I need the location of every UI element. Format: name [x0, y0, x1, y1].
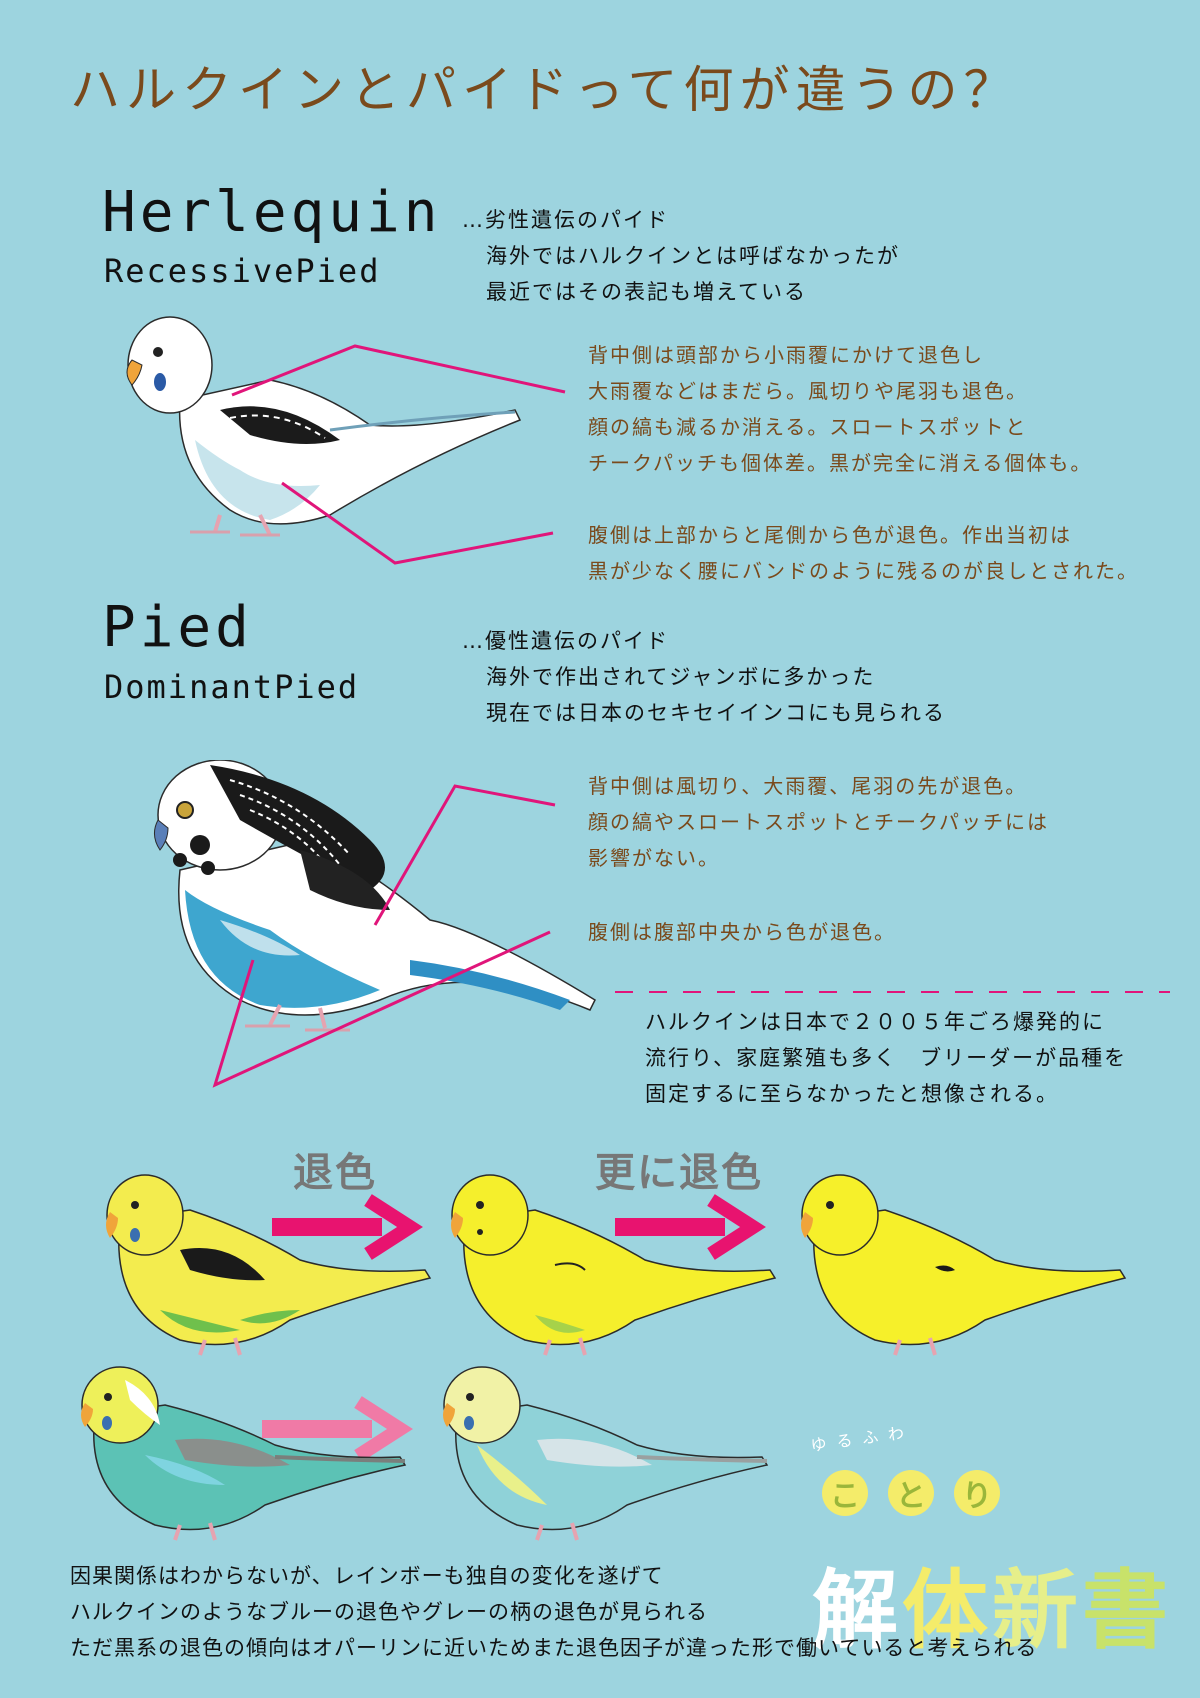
bottom-note-line: ただ黒系の退色の傾向はオパーリンに近いためまた退色因子が違った形で働いていると考… — [70, 1636, 1038, 1660]
harlequin-back-note-line: 顔の縞も減るか消える。スロートスポットと — [588, 415, 1028, 439]
harlequin-budgie-illustration — [126, 316, 522, 537]
pied-subname: DominantPied — [104, 668, 360, 706]
harlequin-back-note-line: 背中側は頭部から小雨覆にかけて退色し — [588, 343, 984, 367]
bottom-note-line: ハルクインのようなブルーの退色やグレーの柄の退色が見られる — [70, 1600, 708, 1624]
harlequin-back-note-line: チークパッチも個体差。黒が完全に消える個体も。 — [588, 451, 1093, 475]
further-fade-label: 更に退色 — [595, 1150, 763, 1196]
logo-circle: と — [888, 1470, 934, 1516]
history-note-line: ハルクインは日本で２００５年ごろ爆発的に — [645, 1010, 1105, 1034]
pied-intro: …優性遺伝のパイド 海外で作出されてジャンボに多かった 現在では日本のセキセイイ… — [462, 623, 946, 731]
pied-belly-note-line: 腹側は腹部中央から色が退色。 — [588, 920, 896, 944]
harlequin-intro-line: 最近ではその表記も増えている — [486, 280, 807, 304]
logo-title-char: 解 — [812, 1561, 902, 1661]
harlequin-back-notes: 背中側は頭部から小雨覆にかけて退色し 大雨覆などはまだら。風切りや尾羽も退色。 … — [588, 337, 1092, 481]
logo-title: 解 体 新 書 — [812, 1540, 1172, 1665]
page-title: ハルクインとパイドって何が違うの？ — [70, 61, 1020, 119]
pied-name: Pied — [102, 595, 253, 660]
arrow-right-icon — [615, 1194, 766, 1260]
history-note: ハルクインは日本で２００５年ごろ爆発的に 流行り、家庭繁殖も多く ブリーダーが品… — [645, 1004, 1127, 1112]
pied-intro-line: 現在では日本のセキセイインコにも見られる — [486, 701, 946, 725]
harlequin-intro: …劣性遺伝のパイド 海外ではハルクインとは呼ばなかったが 最近ではその表記も増え… — [462, 202, 900, 310]
pied-intro-line: 海外で作出されてジャンボに多かった — [486, 665, 876, 689]
logo-circle: り — [954, 1470, 1000, 1516]
harlequin-back-note-line: 大雨覆などはまだら。風切りや尾羽も退色。 — [588, 379, 1028, 403]
harlequin-belly-note-line: 腹側は上部からと尾側から色が退色。作出当初は — [588, 523, 1072, 547]
logo-title-char: 新 — [992, 1561, 1082, 1661]
harlequin-belly-notes: 腹側は上部からと尾側から色が退色。作出当初は 黒が少なく腰にバンドのように残るの… — [588, 517, 1139, 589]
history-note-line: 流行り、家庭繁殖も多く ブリーダーが品種を — [645, 1046, 1128, 1070]
pied-budgie-illustration — [154, 760, 596, 1032]
bottom-note-line: 因果関係はわからないが、レインボーも独自の変化を遂げて — [70, 1564, 664, 1588]
harlequin-intro-line: 海外ではハルクインとは呼ばなかったが — [486, 244, 900, 268]
logo-circles: こ と り — [822, 1470, 1000, 1516]
pied-intro-line: …優性遺伝のパイド — [462, 629, 669, 653]
rainbow-budgie-normal — [81, 1366, 407, 1541]
pied-back-notes: 背中側は風切り、大雨覆、尾羽の先が退色。 顔の縞やスロートスポットとチークパッチ… — [588, 768, 1049, 876]
yellow-budgie-normal — [106, 1174, 432, 1356]
history-note-line: 固定するに至らなかったと想像される。 — [645, 1082, 1059, 1106]
logo-title-char: 書 — [1082, 1561, 1172, 1661]
yellow-budgie-faded — [451, 1174, 777, 1356]
pied-belly-notes: 腹側は腹部中央から色が退色。 — [588, 914, 896, 950]
pied-back-note-line: 影響がない。 — [588, 846, 720, 870]
logo-circle: こ — [822, 1470, 868, 1516]
bottom-note: 因果関係はわからないが、レインボーも独自の変化を遂げて ハルクインのようなブルー… — [70, 1558, 1037, 1666]
rainbow-budgie-faded — [443, 1366, 769, 1541]
arrow-right-icon — [272, 1194, 423, 1260]
harlequin-subname: RecessivePied — [104, 252, 381, 290]
harlequin-belly-note-line: 黒が少なく腰にバンドのように残るのが良しとされた。 — [588, 559, 1139, 583]
logo-title-char: 体 — [902, 1561, 992, 1661]
harlequin-intro-line: …劣性遺伝のパイド — [462, 208, 669, 232]
yellow-budgie-further-faded — [801, 1174, 1127, 1356]
fade-label: 退色 — [293, 1150, 377, 1196]
pied-back-note-line: 顔の縞やスロートスポットとチークパッチには — [588, 810, 1049, 834]
arrow-right-icon — [262, 1396, 413, 1462]
pied-back-note-line: 背中側は風切り、大雨覆、尾羽の先が退色。 — [588, 774, 1028, 798]
harlequin-name: Herlequin — [102, 180, 442, 245]
